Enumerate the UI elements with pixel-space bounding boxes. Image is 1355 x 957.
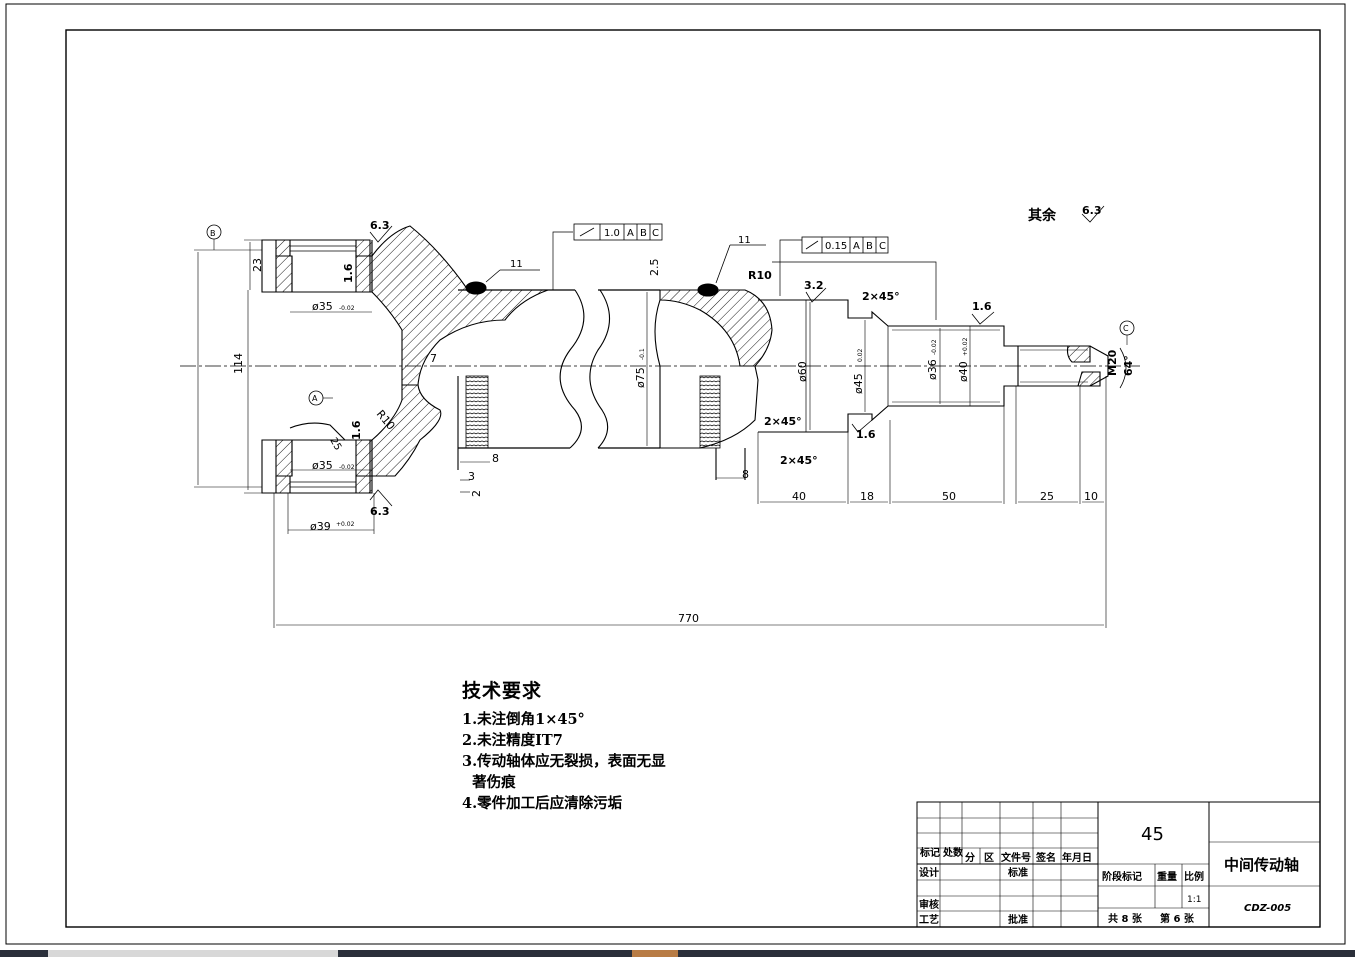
dia36-tol: -0.02 (931, 339, 938, 355)
inner-frame (65, 29, 1321, 928)
dim-50: 50 (942, 490, 956, 503)
tol1-ref-b: B (640, 228, 647, 239)
dim-25-right: 25 (1040, 490, 1054, 503)
dia75-tol: -0.1 (639, 348, 646, 360)
dia40-tol: +0.02 (962, 337, 969, 356)
tech-req-title: 技术要求 (462, 680, 543, 702)
tol2-ref-c: C (879, 241, 886, 252)
dia35-top-tol: -0.02 (339, 305, 355, 312)
tech-req-item: 4.零件加工后应清除污垢 (462, 795, 623, 812)
tol2-ref-b: B (866, 241, 873, 252)
shaft-drawing (180, 205, 1140, 628)
tech-req-item: 著伤痕 (462, 774, 516, 791)
dim-8-left: 8 (492, 452, 499, 465)
tol1-ref-a: A (627, 228, 634, 239)
dim-23: 23 (251, 258, 264, 272)
row-review: 审核 (919, 898, 939, 911)
dimension-texts: B A C 6.3 6.3 1.6 1.6 3.2 1.6 1.6 其余 6.3… (210, 204, 1135, 625)
tol2-ref-a: A (853, 241, 860, 252)
title-block (916, 801, 1321, 928)
h-sign: 签名 (1035, 851, 1056, 864)
dim-114: 114 (232, 353, 245, 374)
row-process: 工艺 (919, 913, 939, 926)
tech-req-item: 2.未注精度IT7 (462, 732, 563, 749)
h-mark: 标记 (919, 846, 940, 859)
dia60: ø60 (796, 361, 809, 382)
datum-b-label: B (210, 229, 216, 238)
dim-18: 18 (860, 490, 874, 503)
tech-req-item: 3.传动轴体应无裂损，表面无显 (462, 753, 666, 770)
ratio-label: 比例 (1184, 870, 1204, 883)
roughness-3-2: 3.2 (804, 279, 824, 292)
sheets-total: 共 8 张 (1108, 912, 1143, 925)
roughness-6-3-bottom: 6.3 (370, 505, 390, 518)
h-zone-b: 区 (984, 852, 994, 864)
row-standard: 标准 (1007, 866, 1028, 879)
row-approve: 批准 (1008, 913, 1028, 926)
material: 45 (1141, 824, 1164, 845)
dim-10: 10 (1084, 490, 1098, 503)
dim-3: 3 (468, 470, 475, 483)
dim-770: 770 (678, 612, 699, 625)
dia36: ø36 (926, 359, 939, 380)
datum-a-label: A (312, 394, 318, 403)
roughness-1-6-right: 1.6 (972, 300, 992, 313)
weld-right-label: 11 (738, 235, 751, 246)
drawing-title: 中间传动轴 (1224, 856, 1299, 874)
remaining-value: 6.3 (1082, 204, 1102, 217)
h-doc: 文件号 (1001, 851, 1031, 864)
roughness-6-3-top: 6.3 (370, 219, 390, 232)
dia45-tol: 0.02 (857, 348, 864, 362)
weld-right (699, 375, 721, 449)
dia39: ø39 (310, 520, 331, 533)
title-block-texts: 标记 处数 分 区 文件号 签名 年月日 设计 标准 审核 工艺 批准 阶段标记… (919, 824, 1299, 926)
outer-frame (5, 3, 1346, 945)
angle-7: 7 (430, 352, 437, 365)
taskbar-item[interactable] (632, 950, 678, 957)
r10-right: R10 (748, 269, 772, 282)
dia39-tol: +0.02 (336, 521, 355, 528)
roughness-1-6-top: 1.6 (342, 263, 355, 283)
tol2-value: 0.15 (825, 241, 847, 252)
drawing-number: CDZ-005 (1244, 903, 1291, 914)
scale-value: 1:1 (1187, 895, 1201, 905)
dia45: ø45 (852, 373, 865, 394)
roughness-1-6-bottom: 1.6 (856, 428, 876, 441)
dim-25: 25 (327, 436, 343, 453)
dim-40: 40 (792, 490, 806, 503)
sheet-number: 第 6 张 (1160, 912, 1195, 925)
angle-64: 64° (1122, 355, 1135, 376)
taskbar-item[interactable] (48, 950, 338, 957)
remaining-label: 其余 (1028, 207, 1057, 224)
thread-m20: M20 (1106, 349, 1119, 376)
chamfer-3: 2×45° (780, 454, 818, 467)
dia35-top: ø35 (312, 300, 333, 313)
dia35-bottom-tol: -0.02 (339, 464, 355, 471)
tol1-value: 1.0 (604, 228, 620, 239)
tol1-ref-c: C (652, 228, 659, 239)
dia75: ø75 (634, 367, 647, 388)
weld-left-label: 11 (510, 259, 523, 270)
roughness-1-6-mid: 1.6 (350, 420, 363, 440)
stage-label: 阶段标记 (1102, 870, 1142, 883)
dim-2-5: 2.5 (648, 259, 661, 277)
dim-2: 2 (470, 490, 483, 497)
dim-8-right: 8 (742, 468, 749, 481)
chamfer-2: 2×45° (764, 415, 802, 428)
tech-req-item: 1.未注倒角1×45° (462, 711, 585, 728)
dia40: ø40 (957, 361, 970, 382)
h-qty: 处数 (942, 846, 964, 859)
weld-left (465, 375, 489, 449)
chamfer-1: 2×45° (862, 290, 900, 303)
datum-c-label: C (1123, 324, 1129, 333)
row-design: 设计 (919, 866, 939, 879)
taskbar (0, 950, 1355, 957)
h-zone-a: 分 (965, 851, 975, 864)
weight-label: 重量 (1157, 870, 1177, 883)
dia35-bottom: ø35 (312, 459, 333, 472)
technical-requirements: 技术要求 1.未注倒角1×45° 2.未注精度IT7 3.传动轴体应无裂损，表面… (462, 676, 666, 814)
h-date: 年月日 (1062, 851, 1092, 864)
